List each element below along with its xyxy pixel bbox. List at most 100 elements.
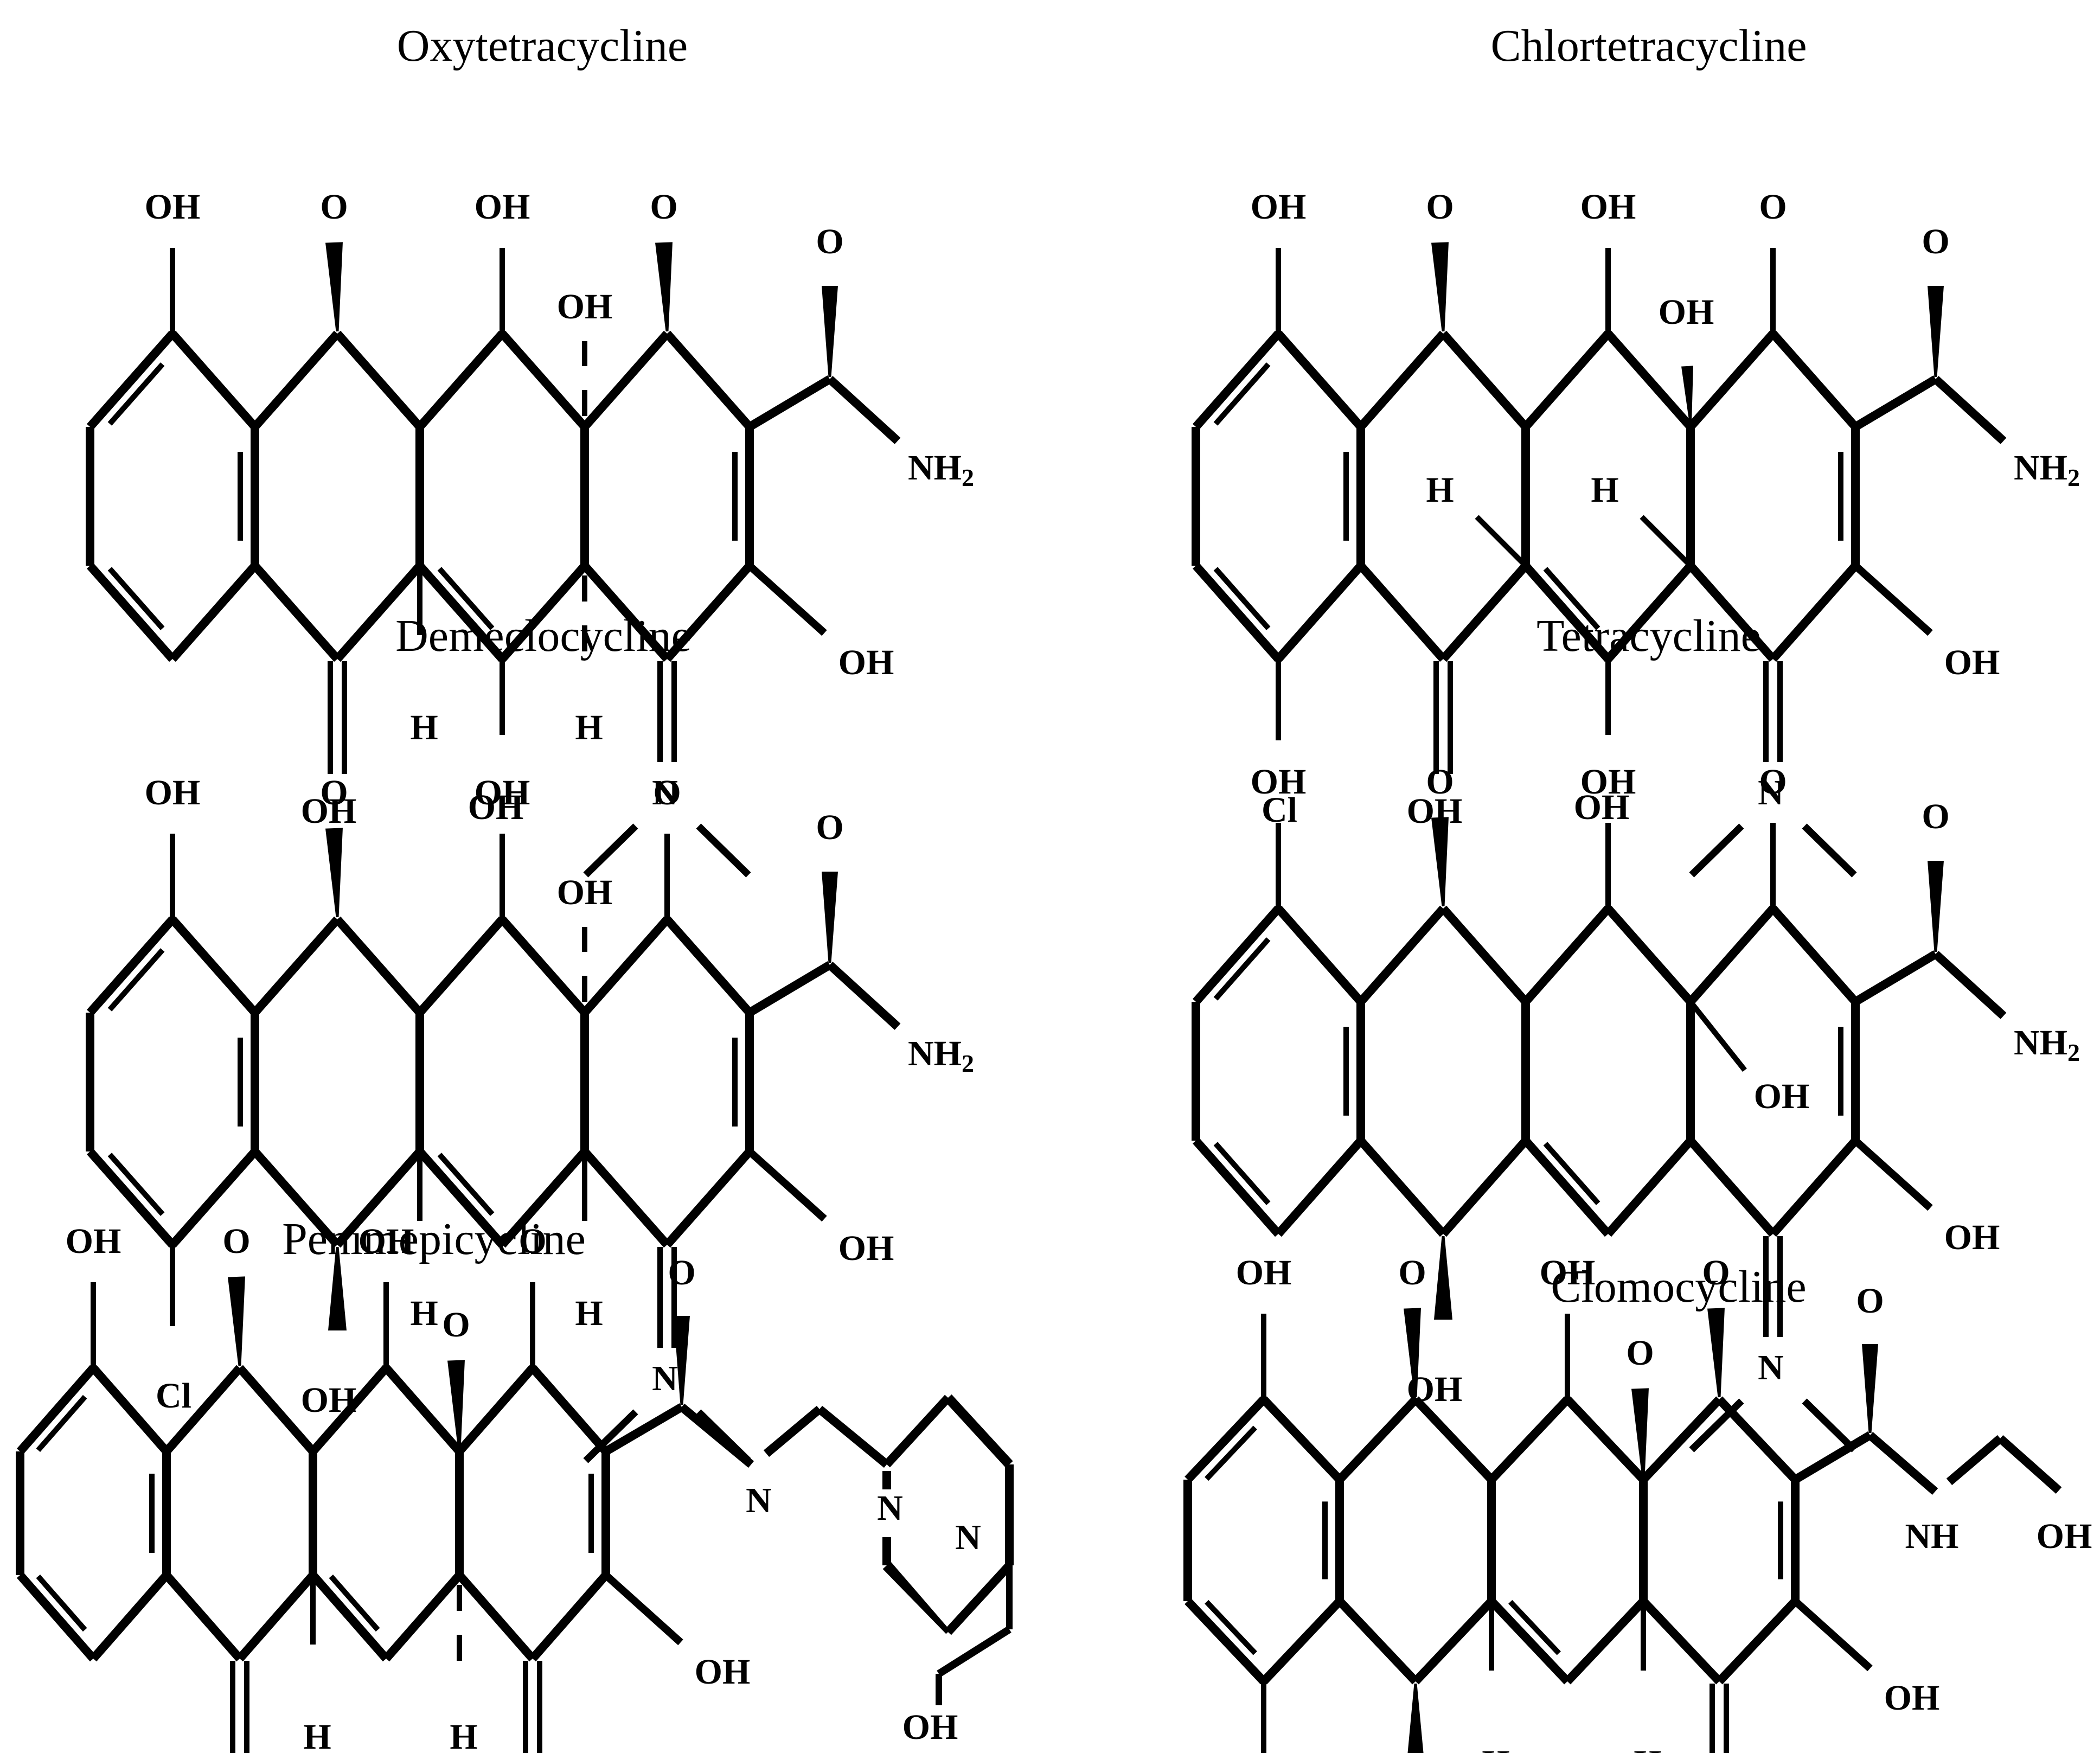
- bond: [1358, 330, 1446, 430]
- atom-label: H: [1634, 1743, 1661, 1753]
- atom-label: NH2: [908, 1034, 974, 1077]
- bond: [1358, 562, 1446, 662]
- bond: [1564, 1598, 1647, 1685]
- atom-label: OH: [557, 873, 613, 912]
- bond: [1853, 950, 1938, 1006]
- atom-label: O: [320, 187, 348, 227]
- bond: [747, 1148, 827, 1222]
- bond: [456, 1572, 536, 1662]
- bond: [1440, 562, 1529, 662]
- atom-label: O: [653, 773, 681, 812]
- bond: [1716, 1598, 1798, 1685]
- wedge-bond: [1404, 1308, 1421, 1398]
- bond: [1946, 1435, 2003, 1486]
- bond: [1412, 1396, 1495, 1483]
- atom-label: Cl: [156, 1376, 191, 1416]
- wedge-bond: [325, 828, 343, 918]
- atom-label: NH: [1905, 1517, 1959, 1556]
- bond: [417, 330, 505, 430]
- wedge-bond: [1407, 1684, 1424, 1753]
- atom-label: O: [1398, 1253, 1426, 1293]
- atom-label: O: [1759, 762, 1787, 802]
- bond: [1193, 562, 1282, 662]
- methyl-bond: [1689, 823, 1744, 878]
- atom-label: N: [955, 1518, 981, 1557]
- atom-label: H: [575, 708, 603, 747]
- bond: [1640, 1396, 1723, 1483]
- bond: [1640, 1598, 1723, 1685]
- bond: [87, 1148, 176, 1248]
- bond: [1185, 1396, 1267, 1483]
- methyl-bond: [1802, 1398, 1857, 1453]
- atom-label: OH: [2037, 1517, 2092, 1556]
- substituent-bond: [1475, 515, 1528, 568]
- bond: [664, 330, 753, 430]
- bond: [1853, 1137, 1933, 1211]
- bond: [581, 330, 670, 430]
- wedge-bond: [882, 1562, 950, 1634]
- atom-label: H: [303, 1717, 331, 1753]
- double-bond-inner: [437, 567, 495, 630]
- bond: [236, 1365, 317, 1455]
- double-bond-inner: [36, 1394, 87, 1453]
- atom-label: H: [1591, 470, 1618, 510]
- wedge-bond: [822, 872, 838, 963]
- bond: [1336, 1598, 1419, 1685]
- bond: [1358, 1137, 1446, 1237]
- bond: [529, 1572, 610, 1662]
- atom-label: N: [1758, 1348, 1784, 1387]
- atom-label: OH: [358, 1221, 414, 1261]
- double-bond-inner: [107, 362, 165, 426]
- atom-label: OH: [1580, 762, 1636, 802]
- atom-label: OH: [475, 187, 530, 227]
- atom-label: O: [816, 808, 843, 847]
- bond: [1336, 1396, 1419, 1483]
- bond: [1522, 905, 1611, 1005]
- atom-label: OH: [1659, 292, 1714, 332]
- atom-label: O: [1426, 187, 1454, 227]
- bond: [1275, 1137, 1364, 1237]
- bond: [16, 1365, 97, 1455]
- bond: [1716, 1396, 1798, 1483]
- atom-label: OH: [301, 791, 357, 831]
- bond: [87, 330, 176, 430]
- bond: [382, 1365, 463, 1455]
- bond: [1275, 905, 1364, 1005]
- bond: [499, 1148, 588, 1248]
- atom-label: O: [1759, 187, 1787, 227]
- bond: [1193, 330, 1282, 430]
- atom-label: O: [816, 222, 843, 261]
- bond: [309, 1365, 390, 1455]
- atom-label: H: [1482, 1743, 1509, 1753]
- methyl-bond: [696, 823, 751, 878]
- bond: [87, 562, 176, 662]
- wedge-bond: [1631, 1388, 1649, 1478]
- atom-label: O: [1426, 762, 1454, 802]
- wedge-bond: [1928, 861, 1944, 952]
- bond: [252, 330, 341, 430]
- bond: [417, 562, 505, 662]
- atom-label: OH: [475, 773, 530, 812]
- atom-label: OH: [1540, 1253, 1596, 1293]
- atom-label: OH: [838, 643, 894, 682]
- bond: [1605, 1137, 1694, 1237]
- atom-label: OH: [1251, 762, 1307, 802]
- bond: [1193, 1137, 1282, 1237]
- bond: [417, 1148, 505, 1248]
- bond: [1853, 562, 1933, 636]
- atom-label: OH: [902, 1707, 958, 1747]
- double-bond-inner: [107, 948, 165, 1012]
- atom-label: NH2: [908, 448, 974, 491]
- double-bond-inner: [107, 1153, 165, 1216]
- bond: [1564, 1396, 1647, 1483]
- bond: [252, 916, 341, 1016]
- molecule-title: Penimepicycline: [282, 1214, 586, 1264]
- bond: [827, 962, 901, 1030]
- bond: [603, 1572, 683, 1646]
- bond: [1687, 1137, 1776, 1237]
- bond: [581, 916, 670, 1016]
- bond: [816, 1405, 890, 1468]
- double-bond-inner: [1213, 362, 1271, 426]
